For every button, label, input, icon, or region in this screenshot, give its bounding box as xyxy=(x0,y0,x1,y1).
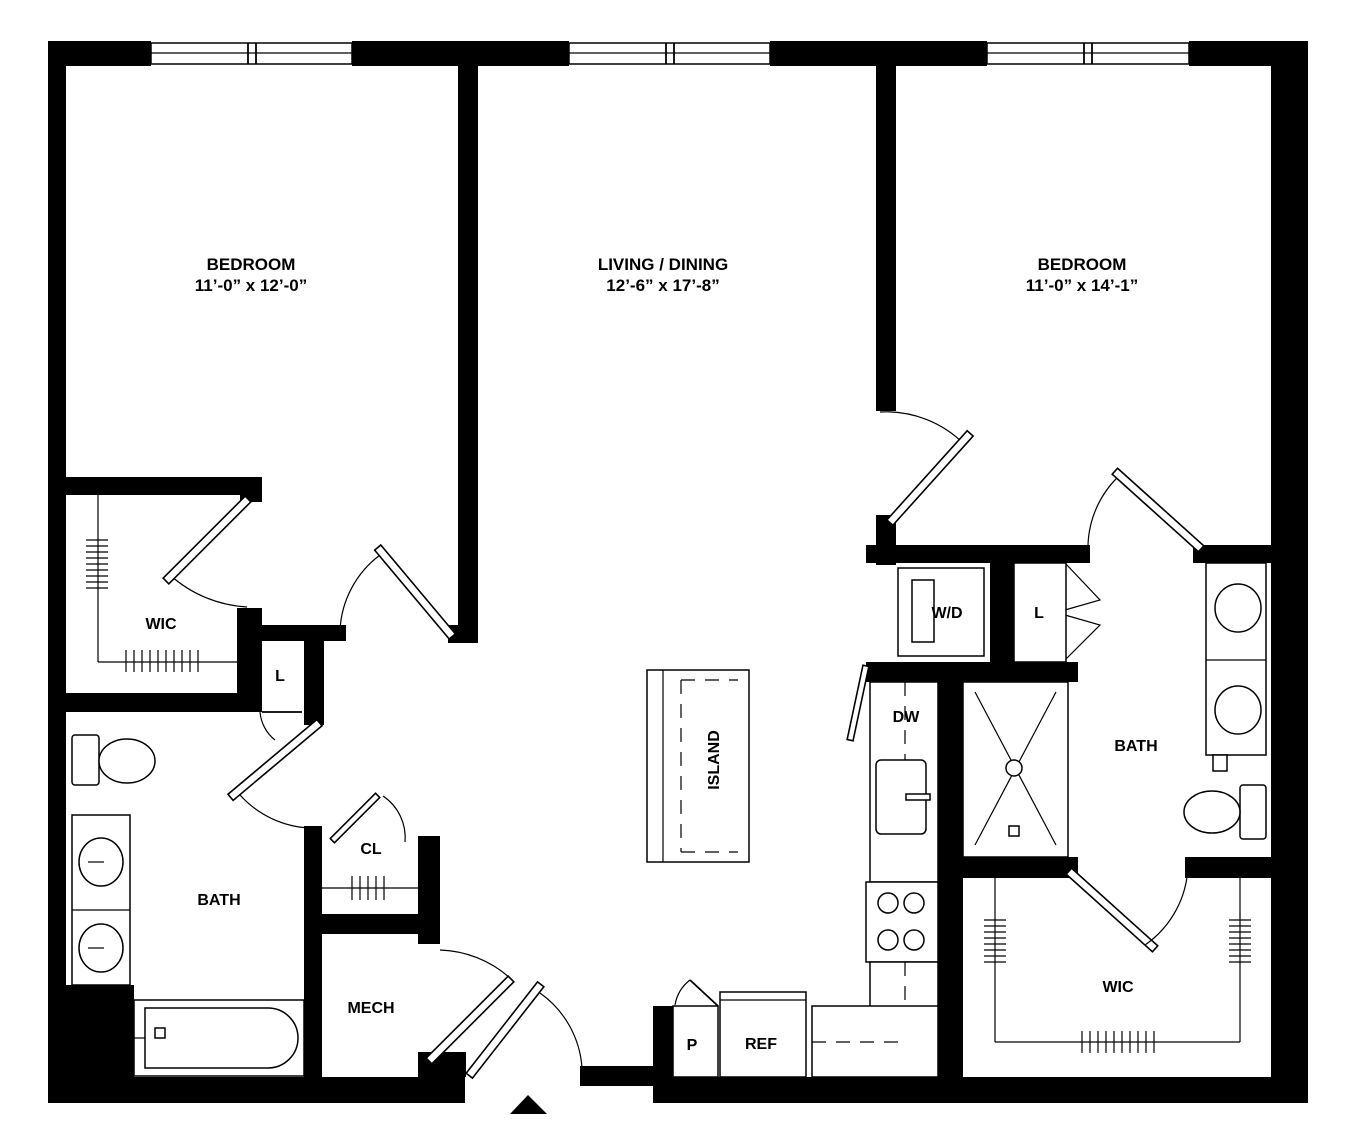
fixtures xyxy=(71,495,1267,1078)
triangle-up-icon xyxy=(510,1095,547,1114)
room-labels: BEDROOM 11’-0” x 12’-0” LIVING / DINING … xyxy=(145,255,1157,1054)
doors xyxy=(162,411,1205,1080)
bath-right-label: BATH xyxy=(1114,738,1157,755)
bedroom-left-dims: 11’-0” x 12’-0” xyxy=(195,276,307,295)
closet-label: CL xyxy=(360,841,382,858)
windows xyxy=(150,42,1190,65)
dishwasher-label: DW xyxy=(893,709,921,726)
pantry-label: P xyxy=(687,1037,698,1054)
bath-left-label: BATH xyxy=(197,892,240,909)
bedroom-right-name: BEDROOM xyxy=(1038,255,1127,274)
wic-right-label: WIC xyxy=(1102,979,1134,996)
wic-right-rods xyxy=(984,919,1251,1053)
bedroom-right-dims: 11’-0” x 14’-1” xyxy=(1026,276,1138,295)
island-label: ISLAND xyxy=(706,730,723,790)
wic-left-rod-vertical xyxy=(86,539,108,589)
interior-walls xyxy=(66,66,1271,1103)
living-name: LIVING / DINING xyxy=(598,255,728,274)
wic-left-rod-horizontal xyxy=(125,650,199,672)
exterior-walls xyxy=(48,41,1308,1103)
living-dims: 12’-6” x 17’-8” xyxy=(606,276,719,295)
washer-dryer-label: W/D xyxy=(931,605,962,622)
linen-right-label: L xyxy=(1034,605,1044,622)
bedroom-left-name: BEDROOM xyxy=(207,255,296,274)
refrigerator-label: REF xyxy=(745,1036,777,1053)
wic-left-label: WIC xyxy=(145,616,177,633)
linen-left-label: L xyxy=(275,668,285,685)
mech-label: MECH xyxy=(347,1000,394,1017)
